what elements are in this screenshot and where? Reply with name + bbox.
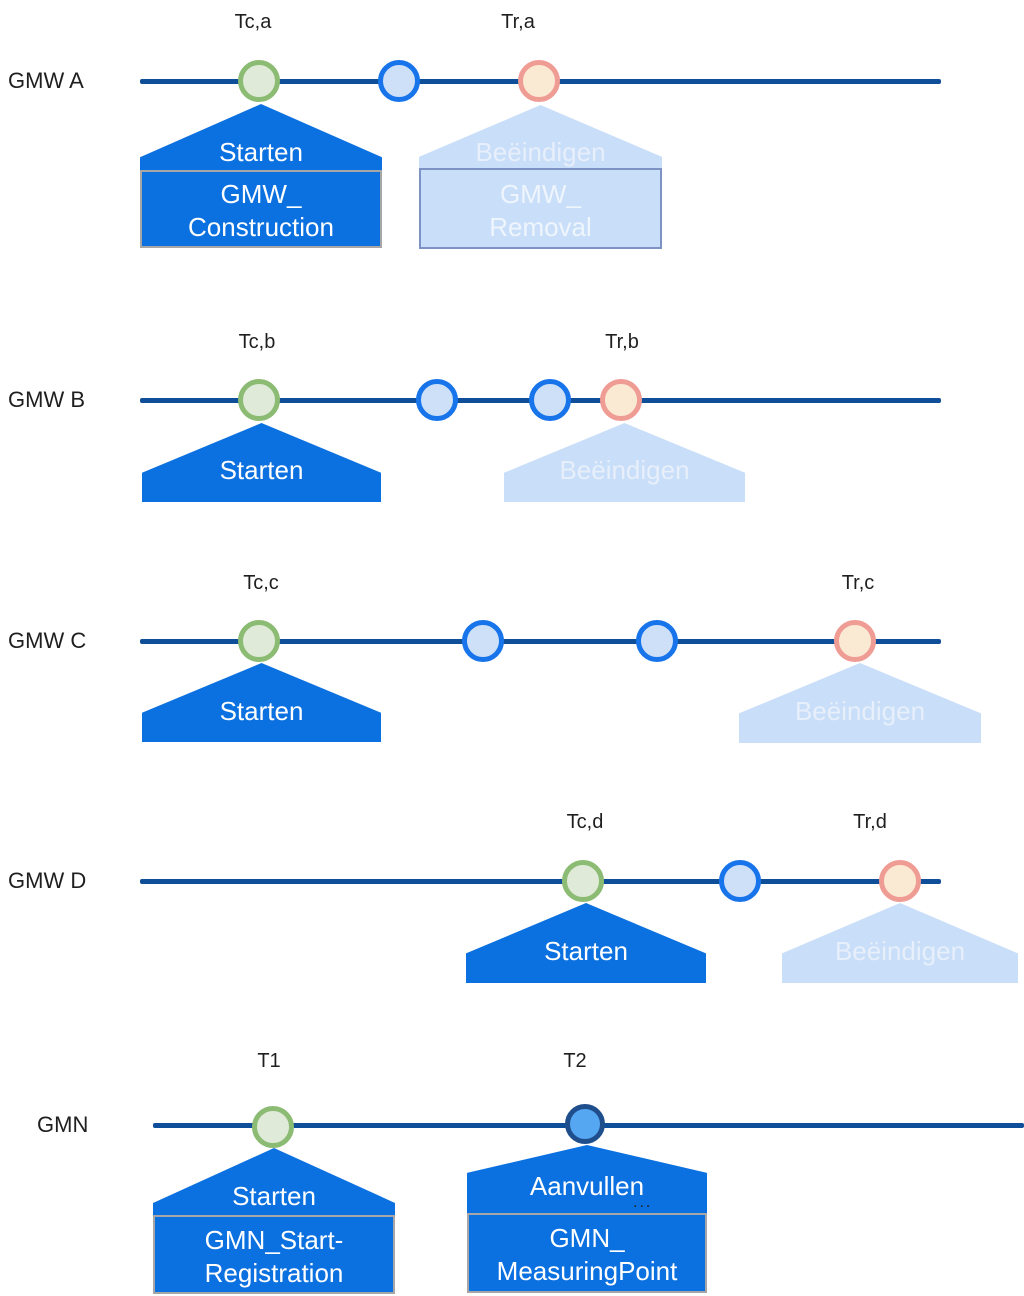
construction-event-circle <box>238 60 280 102</box>
registration-object-box-line: Registration <box>204 1258 344 1288</box>
time-label: Tc,d <box>566 811 604 833</box>
registration-object-box-line: Removal <box>489 212 592 242</box>
intermediate-event-circle <box>529 379 571 421</box>
pentagon-label: Starten <box>219 455 304 485</box>
registration-object-box: GMN_Start-Registration <box>153 1215 395 1294</box>
pentagon-label: Beëindigen <box>559 455 690 485</box>
row-label: GMW C <box>8 628 87 653</box>
intermediate-event-circle <box>719 860 761 902</box>
time-label: Tc,b <box>238 331 276 353</box>
row-label: GMW B <box>8 387 85 412</box>
pentagon-label: Starten <box>219 696 304 726</box>
registration-object-box-line: GMW_ <box>500 179 581 209</box>
registration-object-box-line: Construction <box>188 212 334 242</box>
timeline-line <box>140 639 941 644</box>
construction-event-circle <box>238 379 280 421</box>
row-label: GMW A <box>8 68 84 93</box>
removal-event-circle <box>518 60 560 102</box>
overflow-dots: ... <box>633 1194 653 1211</box>
intermediate-event-circle <box>636 620 678 662</box>
pentagon-label: Beëindigen <box>475 137 606 167</box>
pentagon-label: Starten <box>219 137 303 167</box>
time-label: Tr,c <box>841 572 875 594</box>
pentagon-label: Aanvullen <box>529 1171 645 1201</box>
removal-event-circle <box>600 379 642 421</box>
registration-object-box-line: GMW_ <box>220 179 302 209</box>
intermediate-event-circle <box>378 60 420 102</box>
tube-event-circle <box>565 1104 605 1144</box>
registration-object-box-line: GMN_ <box>549 1223 625 1253</box>
registration-object-box-line: MeasuringPoint <box>496 1256 678 1286</box>
pentagon-label: Starten <box>544 936 628 966</box>
row-label: GMW D <box>8 868 87 893</box>
timeline-line <box>140 879 941 884</box>
pentagon-label: Beëindigen <box>794 696 926 726</box>
time-label: Tc,a <box>234 11 272 33</box>
time-label: Tr,b <box>605 331 639 353</box>
intermediate-event-circle <box>416 379 458 421</box>
registration-object-box-line: GMN_Start- <box>204 1225 344 1255</box>
time-label: Tr,d <box>853 811 887 833</box>
time-label: Tc,c <box>243 572 279 594</box>
intermediate-event-circle <box>462 620 504 662</box>
pentagon-label: Beëindigen <box>834 936 966 966</box>
registration-object-box: GMN_MeasuringPoint <box>467 1213 707 1293</box>
pentagon-label: Starten <box>232 1181 316 1211</box>
time-label: T1 <box>257 1050 281 1072</box>
construction-event-circle <box>252 1106 294 1148</box>
construction-event-circle <box>238 620 280 662</box>
registration-object-box: GMW_Removal <box>419 168 662 249</box>
removal-event-circle <box>834 620 876 662</box>
removal-event-circle <box>879 860 921 902</box>
construction-event-circle <box>562 860 604 902</box>
registration-object-box: GMW_Construction <box>140 170 382 248</box>
time-label: T2 <box>563 1050 587 1072</box>
row-label: GMN <box>37 1112 89 1137</box>
time-label: Tr,a <box>501 11 535 33</box>
